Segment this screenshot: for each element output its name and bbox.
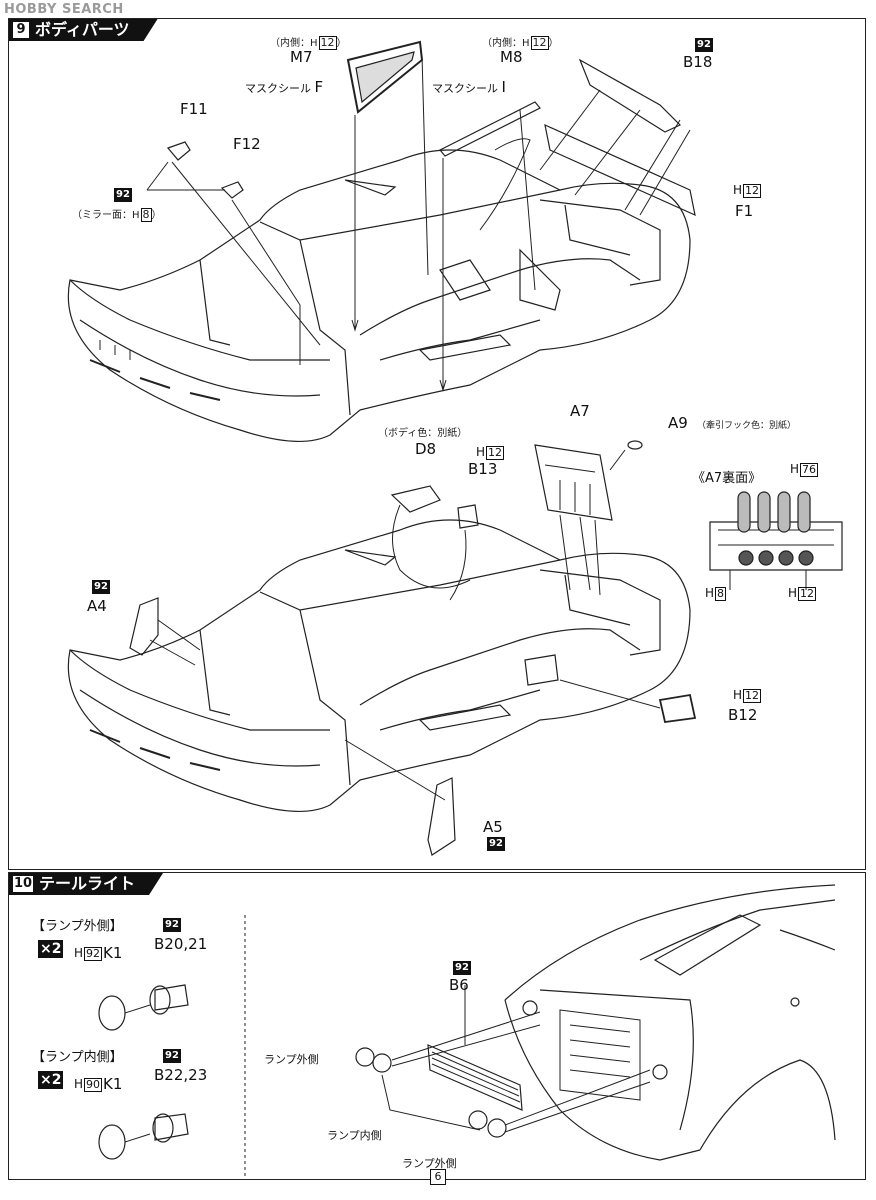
a7-back-drawing	[709, 491, 843, 590]
mask-seal-f: マスクシール F	[245, 78, 324, 96]
part-label-m8: M8	[500, 48, 523, 66]
page-number: 6	[430, 1169, 446, 1185]
a5-color-badge: 92	[487, 837, 505, 851]
lamp-outer-label-1: ランプ外側	[264, 1053, 319, 1066]
lamp-inner-qty: ×2	[38, 1071, 64, 1089]
lamp-outer-qty: ×2	[38, 940, 64, 958]
part-label-b13: B13	[468, 460, 498, 478]
watermark: HOBBY SEARCH	[4, 2, 124, 17]
upper-parts-drawing	[146, 40, 696, 392]
part-label-d8: D8	[415, 440, 437, 458]
mirror-color-badge: 92	[114, 188, 132, 202]
step9-frame	[8, 18, 866, 870]
a9-note: （牽引フック色：別紙）	[697, 421, 797, 431]
b6-color-badge: 92	[453, 961, 471, 975]
lower-parts-drawing	[129, 440, 697, 856]
step9-title: ボディパーツ	[35, 20, 130, 39]
a4-color-badge: 92	[92, 580, 110, 594]
lamp-inner-label: ランプ内側	[327, 1129, 382, 1142]
part-label-b12: B12	[728, 706, 758, 724]
part-label-a5: A5	[483, 818, 503, 836]
part-label-b22-23: B22,23	[154, 1066, 208, 1084]
step9-banner: 9 ボディパーツ	[9, 19, 158, 41]
part-label-b18: B18	[683, 53, 713, 71]
part-label-f1: F1	[735, 202, 754, 220]
mask-seal-i: マスクシール I	[432, 78, 506, 96]
taillight-drawing	[98, 884, 836, 1180]
part-label-a4: A4	[87, 597, 107, 615]
part-label-a7: A7	[570, 402, 590, 420]
step10-title: テールライト	[39, 874, 136, 893]
lamp-outer-heading: 【ランプ外側】	[32, 919, 123, 934]
b22-color-badge: 92	[163, 1049, 181, 1063]
lamp-outer-label-2: ランプ外側	[402, 1157, 457, 1170]
b18-color-badge: 92	[695, 38, 713, 52]
lamp-inner-heading: 【ランプ内側】	[32, 1050, 123, 1065]
upper-chassis-drawing	[67, 149, 691, 442]
part-label-b6: B6	[449, 976, 469, 994]
part-label-k1-outer: K1	[103, 944, 123, 962]
step10-banner: 10 テールライト	[9, 873, 163, 895]
part-label-k1-inner: K1	[103, 1075, 123, 1093]
part-label-m7: M7	[290, 48, 313, 66]
part-label-f12: F12	[233, 135, 261, 153]
b20-color-badge: 92	[163, 918, 181, 932]
part-label-b20-21: B20,21	[154, 935, 208, 953]
step9-number: 9	[13, 22, 29, 38]
lower-chassis-drawing	[67, 519, 691, 812]
a7-back-title: 《A7裏面》	[692, 471, 762, 486]
part-label-f11: F11	[180, 100, 208, 118]
part-label-a9: A9	[668, 414, 688, 432]
d8-note: （ボディ色：別紙）	[378, 428, 468, 439]
step10-number: 10	[13, 876, 33, 891]
